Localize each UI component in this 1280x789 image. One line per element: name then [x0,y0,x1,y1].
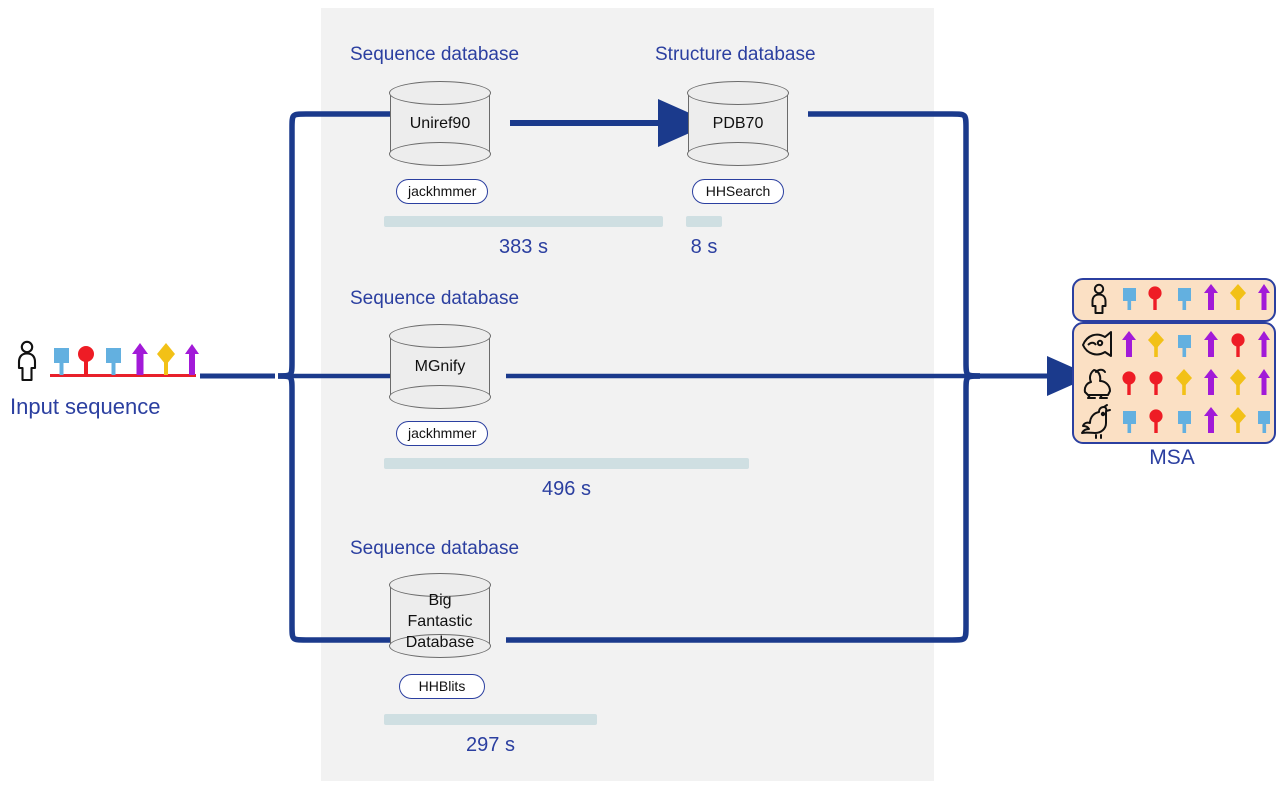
glyph-yellow-diamond [1176,369,1192,395]
bfd-tool-pill[interactable]: HHBlits [399,674,485,699]
uniref90-db-title: Sequence database [350,44,520,65]
bfd-db-title: Sequence database [350,538,520,559]
glyph-blue-square [1178,335,1191,357]
pdb70-db-title: Structure database [655,44,816,65]
fish-icon [1082,331,1112,357]
mgnify-time-bar [384,458,749,469]
glyph-yellow-diamond [1230,284,1246,310]
uniref90-cylinder: Uniref90 [389,81,492,166]
msa-homologs-box [1072,322,1276,444]
glyph-yellow-diamond [157,343,175,375]
glyph-purple-arrow [1204,369,1218,395]
glyph-red-circle [1149,409,1163,433]
glyph-blue-square [1123,288,1136,310]
bfd-db-name: Big Fantastic Database [405,592,475,651]
mgnify-tool-pill[interactable]: jackhmmer [396,421,488,446]
glyph-purple-arrow [1258,284,1270,310]
msa-row-fish [1082,331,1270,357]
msa-label: MSA [1149,446,1195,469]
glyph-purple-arrow [132,343,148,375]
mgnify-cylinder: MGnify [389,324,492,409]
glyph-yellow-diamond [1230,407,1246,433]
rooster-icon [1081,404,1111,439]
rabbit-icon [1083,368,1111,399]
msa-query-box [1072,278,1276,322]
mgnify-db-name: MGnify [414,358,466,375]
glyph-red-circle [1122,371,1136,395]
glyph-blue-square [54,348,69,375]
mgnify-time-label: 496 s [542,478,591,500]
uniref90-db-name: Uniref90 [409,115,471,132]
pdb70-tool-pill[interactable]: HHSearch [692,179,784,204]
uniref90-time-bar [384,216,663,227]
glyph-purple-arrow [1258,369,1270,395]
input-sequence-graphic [14,338,199,386]
glyph-yellow-diamond [1148,331,1164,357]
pdb70-time-bar [686,216,722,227]
sequence-baseline [50,374,196,377]
uniref90-tool-pill[interactable]: jackhmmer [396,179,488,204]
glyph-purple-arrow [185,344,199,375]
glyph-purple-arrow [1204,331,1218,357]
human-icon [17,340,37,382]
pdb70-db-name: PDB70 [712,115,764,132]
msa-row-rooster [1081,404,1270,439]
bfd-time-bar [384,714,597,725]
glyph-yellow-diamond [1230,369,1246,395]
glyph-purple-arrow [1204,407,1218,433]
glyph-blue-square [1178,288,1191,310]
glyph-red-circle [1149,371,1163,395]
glyph-blue-square [1178,411,1191,433]
bfd-cylinder: Big Fantastic Database [389,573,492,658]
glyph-blue-square [1123,411,1136,433]
input-glyph-row [54,343,199,375]
human-icon [1091,283,1107,314]
glyph-blue-square [106,348,121,375]
pdb70-cylinder: PDB70 [687,81,790,166]
pdb70-time-label: 8 s [690,236,718,258]
glyph-red-circle [78,346,94,375]
uniref90-time-label: 383 s [499,236,548,258]
bfd-time-label: 297 s [466,734,515,756]
glyph-purple-arrow [1258,331,1270,357]
glyph-red-circle [1231,333,1245,357]
glyph-purple-arrow [1204,284,1218,310]
msa-row-rabbit [1083,368,1270,399]
mgnify-db-title: Sequence database [350,288,520,309]
glyph-purple-arrow [1122,331,1136,357]
glyph-blue-square [1258,411,1270,433]
glyph-red-circle [1148,286,1162,310]
input-sequence-label: Input sequence [10,394,161,419]
